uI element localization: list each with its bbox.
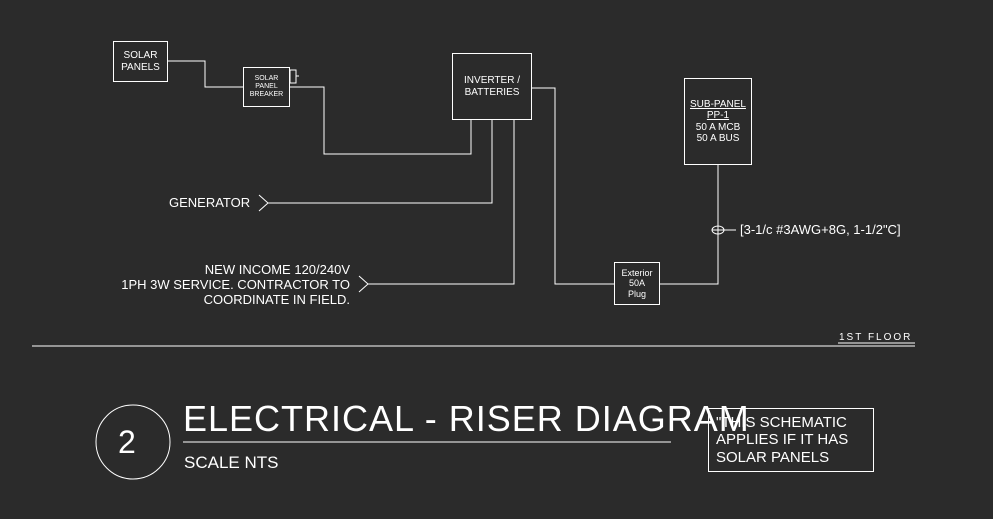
inverter-batteries-box: INVERTER / BATTERIES <box>452 53 532 120</box>
inverter-label-1: INVERTER / <box>464 75 520 86</box>
note-line-3: SOLAR PANELS <box>716 448 830 466</box>
note-line-1: "THIS SCHEMATIC <box>716 414 847 432</box>
wire-inverter-to-plug <box>531 87 614 285</box>
breaker-label-2: PANEL <box>255 82 278 90</box>
wire-plug-to-subpanel <box>659 165 719 285</box>
schematic-note-box: "THIS SCHEMATIC APPLIES IF IT HAS SOLAR … <box>708 408 874 472</box>
drawing-number: 2 <box>118 424 136 460</box>
drawing-number-circle <box>95 404 171 480</box>
sub-panel-label-2: PP-1 <box>706 110 730 121</box>
wire-solar-to-breaker <box>168 60 243 88</box>
sub-panel-label-1: SUB-PANEL <box>690 98 746 110</box>
solar-panels-label-2: PANELS <box>121 61 160 73</box>
new-income-line-1: NEW INCOME 120/240V <box>204 262 350 277</box>
utility-arrow <box>358 275 369 293</box>
new-income-line-2: 1PH 3W SERVICE. CONTRACTOR TO <box>121 277 350 292</box>
note-line-2: APPLIES IF IT HAS <box>716 431 849 449</box>
new-income-line-3: COORDINATE IN FIELD. <box>203 292 350 307</box>
conduit-label: [3-1/c #3AWG+8G, 1-1/2"C] <box>740 222 901 237</box>
plug-label-2: 50A <box>628 278 645 289</box>
wire-breaker-to-inverter <box>290 86 472 155</box>
solar-panels-label-1: SOLAR <box>123 50 158 61</box>
sub-panel-label-4: 50 A BUS <box>696 133 740 144</box>
breaker-label-1: SOLAR <box>254 74 279 82</box>
breaker-switch-symbol <box>289 69 297 84</box>
sub-panel-label-3: 50 A MCB <box>695 121 741 133</box>
exterior-plug-box: Exterior 50A Plug <box>614 262 660 305</box>
floor-label: 1ST FLOOR <box>839 332 913 343</box>
plug-label-1: Exterior <box>621 267 653 278</box>
wire-generator-to-inverter <box>268 120 493 204</box>
generator-label: GENERATOR <box>169 195 251 210</box>
drawing-title: ELECTRICAL - RISER DIAGRAM <box>183 398 750 439</box>
drawing-scale: SCALE NTS <box>184 453 279 472</box>
solar-panels-box: SOLAR PANELS <box>113 41 168 82</box>
sub-panel-box: SUB-PANEL PP-1 50 A MCB 50 A BUS <box>684 78 752 165</box>
wire-utility-to-inverter <box>368 120 515 285</box>
plug-label-3: Plug <box>627 288 646 299</box>
breaker-label-3: BREAKER <box>249 91 284 99</box>
inverter-label-2: BATTERIES <box>464 86 520 98</box>
generator-arrow <box>258 194 269 212</box>
solar-panel-breaker-box: SOLAR PANEL BREAKER <box>243 67 290 107</box>
new-income-label: NEW INCOME 120/240V 1PH 3W SERVICE. CONT… <box>121 262 350 307</box>
